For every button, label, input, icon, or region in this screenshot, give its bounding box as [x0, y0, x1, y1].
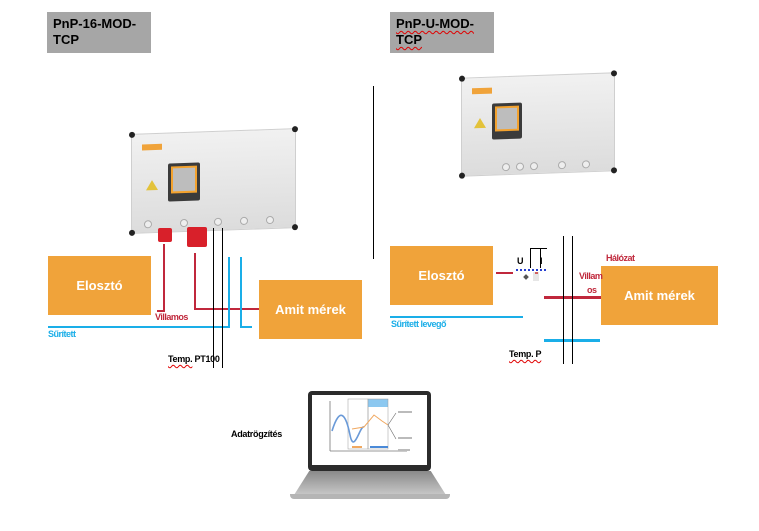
laptop-image	[290, 384, 450, 506]
left-air-line	[48, 326, 230, 328]
left-temp-line	[222, 228, 223, 368]
right-electric-label-line1: Villam	[579, 271, 603, 281]
left-distributor-box: Elosztó	[48, 256, 151, 315]
meter-line	[530, 248, 531, 268]
device-display	[168, 162, 200, 202]
right-distributor-label: Elosztó	[418, 268, 465, 283]
device-logo	[472, 87, 492, 95]
power-plug-2	[187, 227, 207, 247]
left-air-line	[240, 257, 242, 328]
cable-gland	[240, 216, 248, 226]
cable-gland	[502, 162, 510, 172]
left-air-label: Sűrített	[48, 329, 76, 339]
center-divider	[373, 86, 374, 259]
left-electric-line	[194, 253, 196, 310]
left-unit-title-line1: PnP-16-MOD-	[53, 16, 137, 31]
left-electric-line	[194, 308, 259, 310]
right-device-image	[459, 70, 617, 179]
network-label: Hálózat	[606, 253, 635, 263]
right-air-line	[390, 316, 523, 318]
left-temp-label-prefix: Temp.	[168, 354, 193, 364]
right-distributor-box: Elosztó	[390, 246, 493, 305]
left-temp-label: Temp. PT100	[168, 354, 220, 364]
left-target-label: Amit mérek	[275, 302, 346, 317]
cable-gland	[516, 162, 524, 171]
warning-icon	[474, 117, 486, 129]
right-target-label: Amit mérek	[624, 288, 695, 303]
mount-bolt	[129, 229, 135, 236]
mount-bolt	[459, 75, 465, 82]
right-temp-line	[563, 236, 564, 364]
spellcheck-underline	[516, 267, 546, 271]
left-electric-line	[157, 310, 165, 312]
left-air-line	[228, 257, 230, 328]
mount-bolt	[611, 167, 617, 174]
mount-bolt	[459, 172, 465, 179]
right-electric-line	[496, 272, 513, 274]
cable-gland	[144, 220, 152, 229]
mount-bolt	[292, 126, 298, 133]
left-temp-line	[213, 228, 214, 368]
right-unit-title-line2: TCP	[396, 32, 422, 47]
left-target-box: Amit mérek	[259, 280, 362, 339]
voltage-label: U	[517, 256, 524, 266]
power-plug-1	[158, 228, 172, 242]
cable-gland	[266, 215, 274, 225]
current-clamp-icon	[523, 272, 540, 282]
right-air-label: Sűrített levegő	[391, 319, 447, 329]
warning-icon	[146, 179, 158, 191]
right-electric-label-line2: os	[587, 285, 597, 295]
right-unit-title: PnP-U-MOD- TCP	[390, 12, 494, 53]
right-temp-label: Temp. P	[509, 349, 542, 359]
mount-bolt	[292, 224, 298, 231]
left-unit-title-line2: TCP	[53, 32, 79, 47]
meter-line	[530, 248, 547, 249]
right-temp-line	[572, 236, 573, 364]
cable-gland	[214, 217, 222, 226]
left-temp-label-suffix: PT100	[194, 354, 220, 364]
left-electric-line	[163, 244, 165, 311]
cable-gland	[582, 160, 590, 169]
right-unit-title-line1: PnP-U-MOD-	[396, 16, 474, 31]
left-device-image	[129, 126, 298, 236]
meter-line	[540, 248, 541, 268]
chart-thumbnail	[329, 398, 412, 452]
mount-bolt	[129, 131, 135, 138]
logging-label: Adatrögzítés	[231, 429, 282, 439]
left-air-line	[240, 326, 252, 328]
cable-gland	[530, 162, 538, 171]
current-label: I	[540, 256, 543, 266]
device-logo	[142, 143, 162, 151]
right-target-box: Amit mérek	[601, 266, 718, 325]
cable-gland	[558, 161, 566, 170]
left-electric-label: Villamos	[155, 312, 188, 322]
left-distributor-label: Elosztó	[76, 278, 123, 293]
left-unit-title: PnP-16-MOD- TCP	[47, 12, 151, 53]
device-display	[492, 102, 522, 140]
mount-bolt	[611, 70, 617, 77]
cable-gland	[180, 218, 188, 228]
